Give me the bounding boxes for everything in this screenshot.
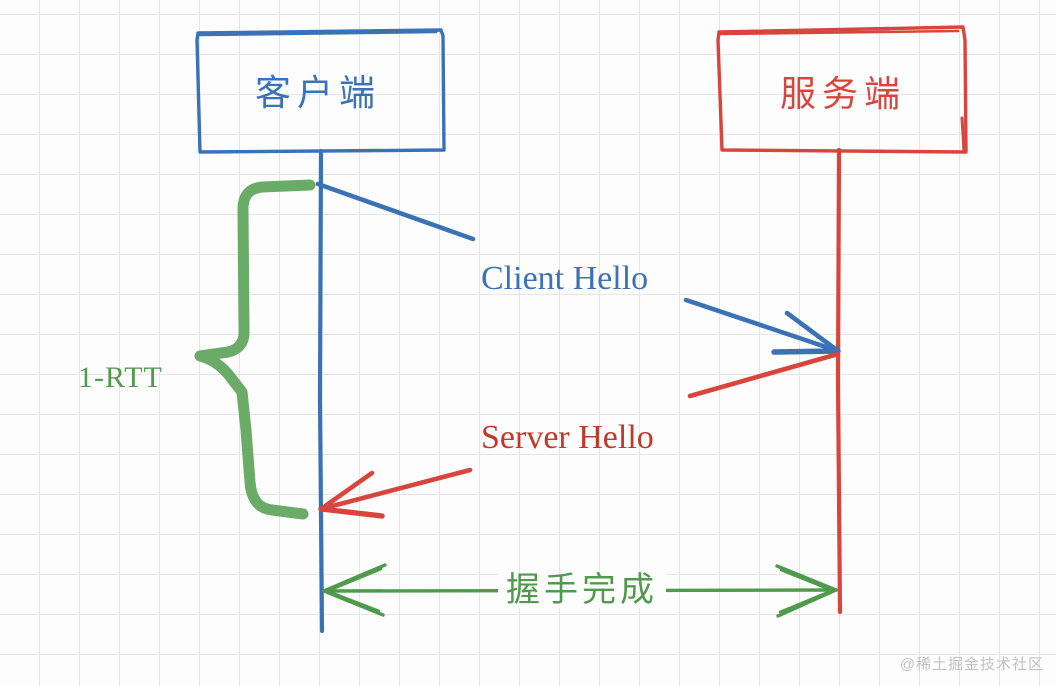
client-hello-label: Client Hello	[481, 260, 649, 297]
rtt-annotation-label: 1-RTT	[78, 361, 163, 394]
server-box	[716, 25, 968, 154]
client-node-label: 客户端	[255, 73, 382, 113]
client-hello-arrow	[315, 181, 841, 355]
server-hello-arrow	[318, 351, 841, 519]
client-lifeline	[317, 148, 325, 634]
rtt-brace	[194, 179, 316, 520]
handshake-complete-label: 握手完成	[498, 574, 666, 608]
client-box	[195, 28, 446, 154]
server-node-label: 服务端	[780, 74, 907, 114]
server-lifeline	[835, 147, 843, 615]
server-hello-label: Server Hello	[481, 419, 654, 456]
watermark: @稀土掘金技术社区	[899, 656, 1044, 673]
